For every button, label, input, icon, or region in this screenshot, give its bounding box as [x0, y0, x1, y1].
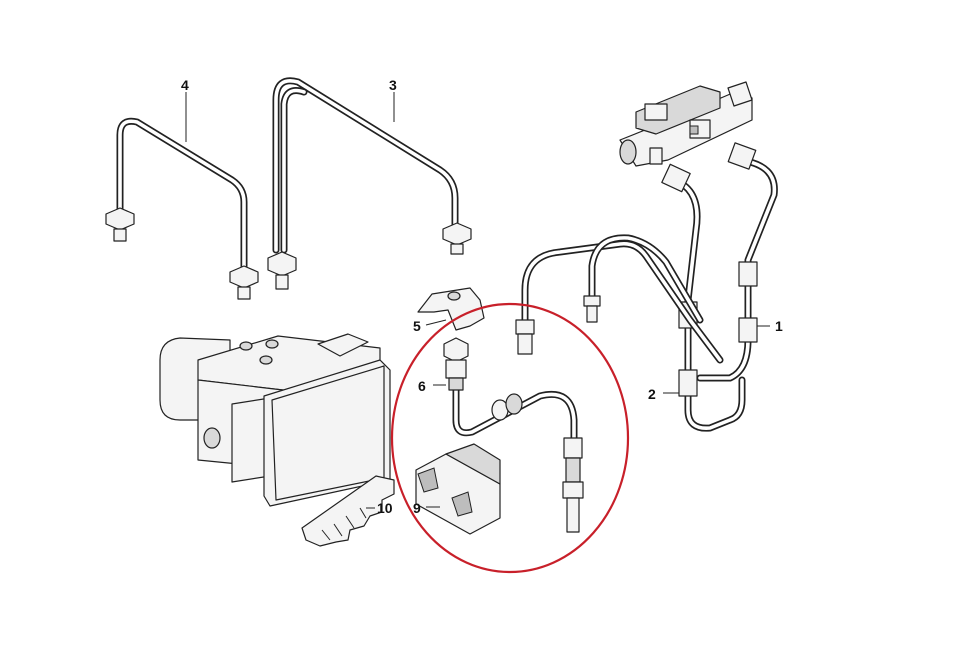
part-3-brake-pipe — [267, 77, 472, 290]
part-6-brake-hose — [433, 337, 584, 533]
distribution-pipes — [515, 234, 724, 364]
abs-hydraulic-unit — [159, 333, 391, 507]
callout-9: 9 — [413, 500, 421, 516]
part-1-brake-pipe — [696, 142, 778, 382]
part-9-holder — [415, 443, 501, 535]
callout-4: 4 — [181, 77, 189, 93]
part-10-clip — [301, 475, 395, 547]
part-4-brake-pipe — [105, 92, 259, 300]
highlight-circle — [390, 302, 630, 574]
callout-10: 10 — [377, 500, 393, 516]
master-cylinder — [619, 81, 753, 167]
callout-6: 6 — [418, 378, 426, 394]
part-5-bracket — [417, 287, 485, 331]
callout-1: 1 — [775, 318, 783, 334]
callout-2: 2 — [648, 386, 656, 402]
callout-3: 3 — [389, 77, 397, 93]
callout-labels: 1 2 3 4 5 6 9 10 — [181, 77, 783, 516]
callout-5: 5 — [413, 318, 421, 334]
